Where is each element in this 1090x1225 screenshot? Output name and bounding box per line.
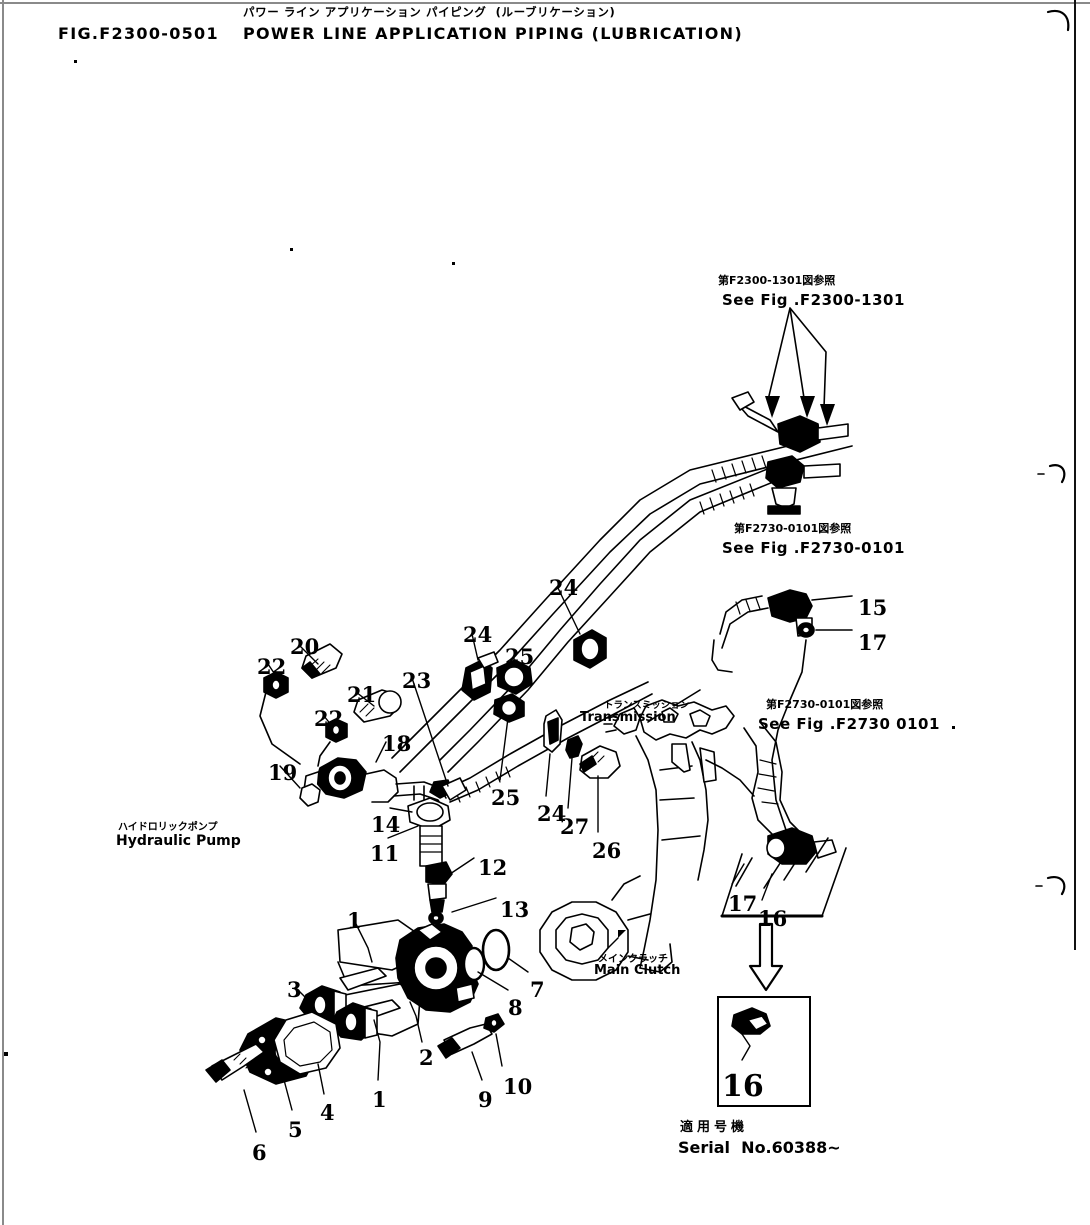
callout-number: 21 <box>347 682 377 707</box>
callout-number: 3 <box>287 977 302 1002</box>
figure-number: FIG.F2300-0501 <box>58 24 219 43</box>
reference-english-f2300-1301: See Fig .F2300-1301 <box>722 291 905 309</box>
callout-number: 24 <box>463 622 493 647</box>
callout-number: 6 <box>252 1140 267 1165</box>
callout-number: 25 <box>491 785 521 810</box>
label-english-main-clutch: Main Clutch <box>594 963 681 978</box>
callout-number: 24 <box>537 801 567 826</box>
callout-number: 24 <box>549 575 579 600</box>
label-english-transmission: Transmission <box>580 710 676 725</box>
callout-number: 2 <box>419 1045 434 1070</box>
callout-number: 15 <box>858 595 888 620</box>
callout-number: 4 <box>320 1100 335 1125</box>
callout-number: 5 <box>288 1117 303 1142</box>
title-japanese: パワー ライン アプリケーション パイピング (ルーブリケーション) <box>243 5 616 19</box>
callout-number: 1 <box>347 908 362 933</box>
serial-note-japanese: 適用号機 <box>680 1120 749 1135</box>
page-border-right <box>1074 0 1076 950</box>
page-border-left <box>2 0 4 1225</box>
detail-box-callout: 16 <box>722 1069 764 1104</box>
callout-number: 26 <box>592 838 622 863</box>
callout-number: 16 <box>758 906 788 931</box>
callout-number: 23 <box>402 668 432 693</box>
callout-number: 19 <box>268 760 298 785</box>
callout-number: 11 <box>370 841 400 866</box>
label-japanese-hydraulic-pump: ハイドロリックポンプ <box>118 822 218 833</box>
callout-number: 14 <box>371 812 401 837</box>
callout-number: 10 <box>503 1074 533 1099</box>
callout-number: 27 <box>560 814 590 839</box>
callout-number: 17 <box>728 891 758 916</box>
serial-note-english: Serial No.60388~ <box>678 1138 841 1157</box>
callout-number: 1 <box>372 1087 387 1112</box>
callout-number: 9 <box>478 1087 493 1112</box>
callout-number: 25 <box>505 644 535 669</box>
reference-japanese-f2300-1301: 第F2300-1301図参照 <box>718 274 836 287</box>
callout-number: 13 <box>500 897 530 922</box>
callout-number: 18 <box>382 731 412 756</box>
reference-english-f2730-0101-lower: See Fig .F2730 0101 <box>758 715 940 733</box>
reference-japanese-f2730-0101-lower: 第F2730-0101図参照 <box>766 698 884 711</box>
reference-japanese-f2730-0101-upper: 第F2730-0101図参照 <box>734 522 852 535</box>
page-border-top <box>0 2 1090 4</box>
callout-number: 8 <box>508 995 523 1020</box>
callout-number: 22 <box>314 706 344 731</box>
reference-english-f2730-0101-upper: See Fig .F2730-0101 <box>722 539 905 557</box>
callout-number: 20 <box>290 634 320 659</box>
callout-number: 7 <box>530 977 545 1002</box>
callout-number: 17 <box>858 630 888 655</box>
callout-number: 12 <box>478 855 508 880</box>
callout-number: 22 <box>257 654 287 679</box>
title-english: POWER LINE APPLICATION PIPING (LUBRICATI… <box>243 24 743 43</box>
label-english-hydraulic-pump: Hydraulic Pump <box>116 833 241 849</box>
label-japanese-transmission: トランスミッション <box>604 700 690 711</box>
